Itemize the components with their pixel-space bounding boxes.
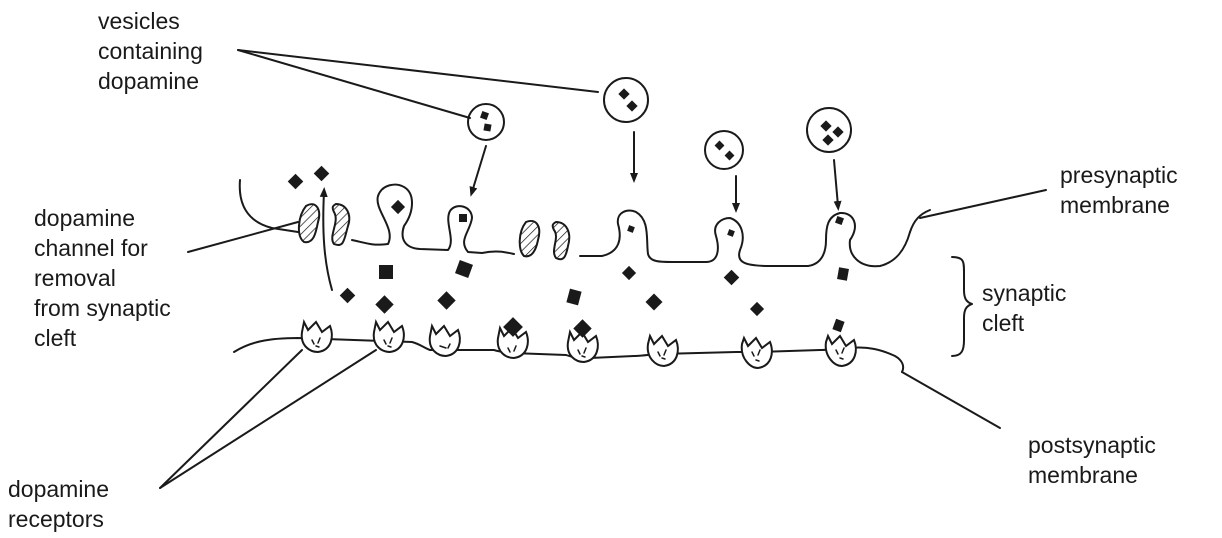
dopamine-molecule: [621, 265, 637, 281]
dopamine-molecule: [832, 126, 844, 138]
vesicle: [603, 77, 649, 123]
postsynaptic-leader: [901, 371, 1001, 429]
receptor-leader-2: [159, 349, 377, 489]
dopamine-molecule: [749, 301, 765, 317]
release-arrow: [833, 159, 842, 211]
vesicle-leader-1: [237, 49, 471, 119]
receptors-label: dopamine receptors: [8, 476, 110, 532]
presynaptic-label: presynaptic membrane: [1060, 162, 1178, 218]
vesicle-leader-2: [237, 49, 599, 93]
postsynaptic-membrane: [233, 337, 905, 373]
dopamine-receptor: [824, 333, 857, 368]
dopamine-molecule: [822, 134, 834, 146]
reuptake-arrow: [319, 187, 333, 291]
dopamine-receptor: [566, 328, 599, 364]
dopamine-molecule: [835, 216, 844, 225]
channel-protein: [551, 220, 571, 261]
dopamine-molecule: [820, 120, 832, 132]
vesicle: [704, 130, 744, 170]
dopamine-molecule: [287, 173, 304, 190]
dopamine-molecule: [375, 295, 394, 314]
cleft-label: synaptic cleft: [982, 280, 1067, 336]
dopamine-molecule: [645, 293, 663, 311]
dopamine-molecule: [437, 291, 456, 310]
dopamine-molecule: [455, 260, 473, 278]
bound-dopamine: [573, 319, 592, 338]
cleft-brace: [951, 256, 973, 357]
removal-channel: [331, 202, 351, 246]
postsynaptic-label: postsynaptic membrane: [1028, 432, 1156, 488]
dopamine-receptor: [646, 333, 679, 368]
dopamine-molecule: [566, 288, 582, 306]
vesicle: [467, 103, 505, 141]
channel-label: dopamine channel for removal from synapt…: [34, 205, 171, 351]
dopamine-molecule: [339, 287, 356, 304]
presynaptic-leader: [919, 189, 1047, 219]
dopamine-receptor: [428, 322, 461, 358]
dopamine-molecule: [618, 88, 630, 100]
removal-channel: [298, 203, 321, 244]
dopamine-receptor: [740, 335, 773, 370]
dopamine-molecule: [480, 111, 489, 120]
channel-leader: [187, 221, 299, 253]
release-arrow: [469, 145, 487, 197]
bound-dopamine: [503, 317, 523, 337]
dopamine-molecule: [724, 150, 735, 161]
dopamine-molecule: [313, 165, 330, 182]
dopamine-receptor: [300, 318, 333, 354]
dopamine-molecule: [714, 140, 725, 151]
dopamine-molecule: [832, 318, 845, 333]
dopamine-molecule: [379, 265, 393, 279]
vesicles-label: vesicles containing dopamine: [98, 8, 203, 94]
vesicle: [806, 107, 852, 153]
dopamine-receptor: [496, 324, 529, 360]
dopamine-receptor: [372, 318, 405, 354]
dopamine-molecule: [727, 229, 735, 237]
dopamine-molecule: [390, 199, 406, 215]
dopamine-molecule: [459, 214, 467, 222]
dopamine-molecule: [627, 225, 635, 233]
dopamine-molecule: [723, 269, 740, 286]
dopamine-molecule: [483, 123, 492, 132]
presynaptic-membrane-end: [909, 209, 931, 233]
dopamine-molecule: [626, 100, 638, 112]
channel-protein: [518, 220, 541, 258]
dopamine-molecule: [837, 267, 849, 281]
presynaptic-membrane: [238, 179, 911, 268]
receptor-leader-1: [159, 349, 303, 489]
